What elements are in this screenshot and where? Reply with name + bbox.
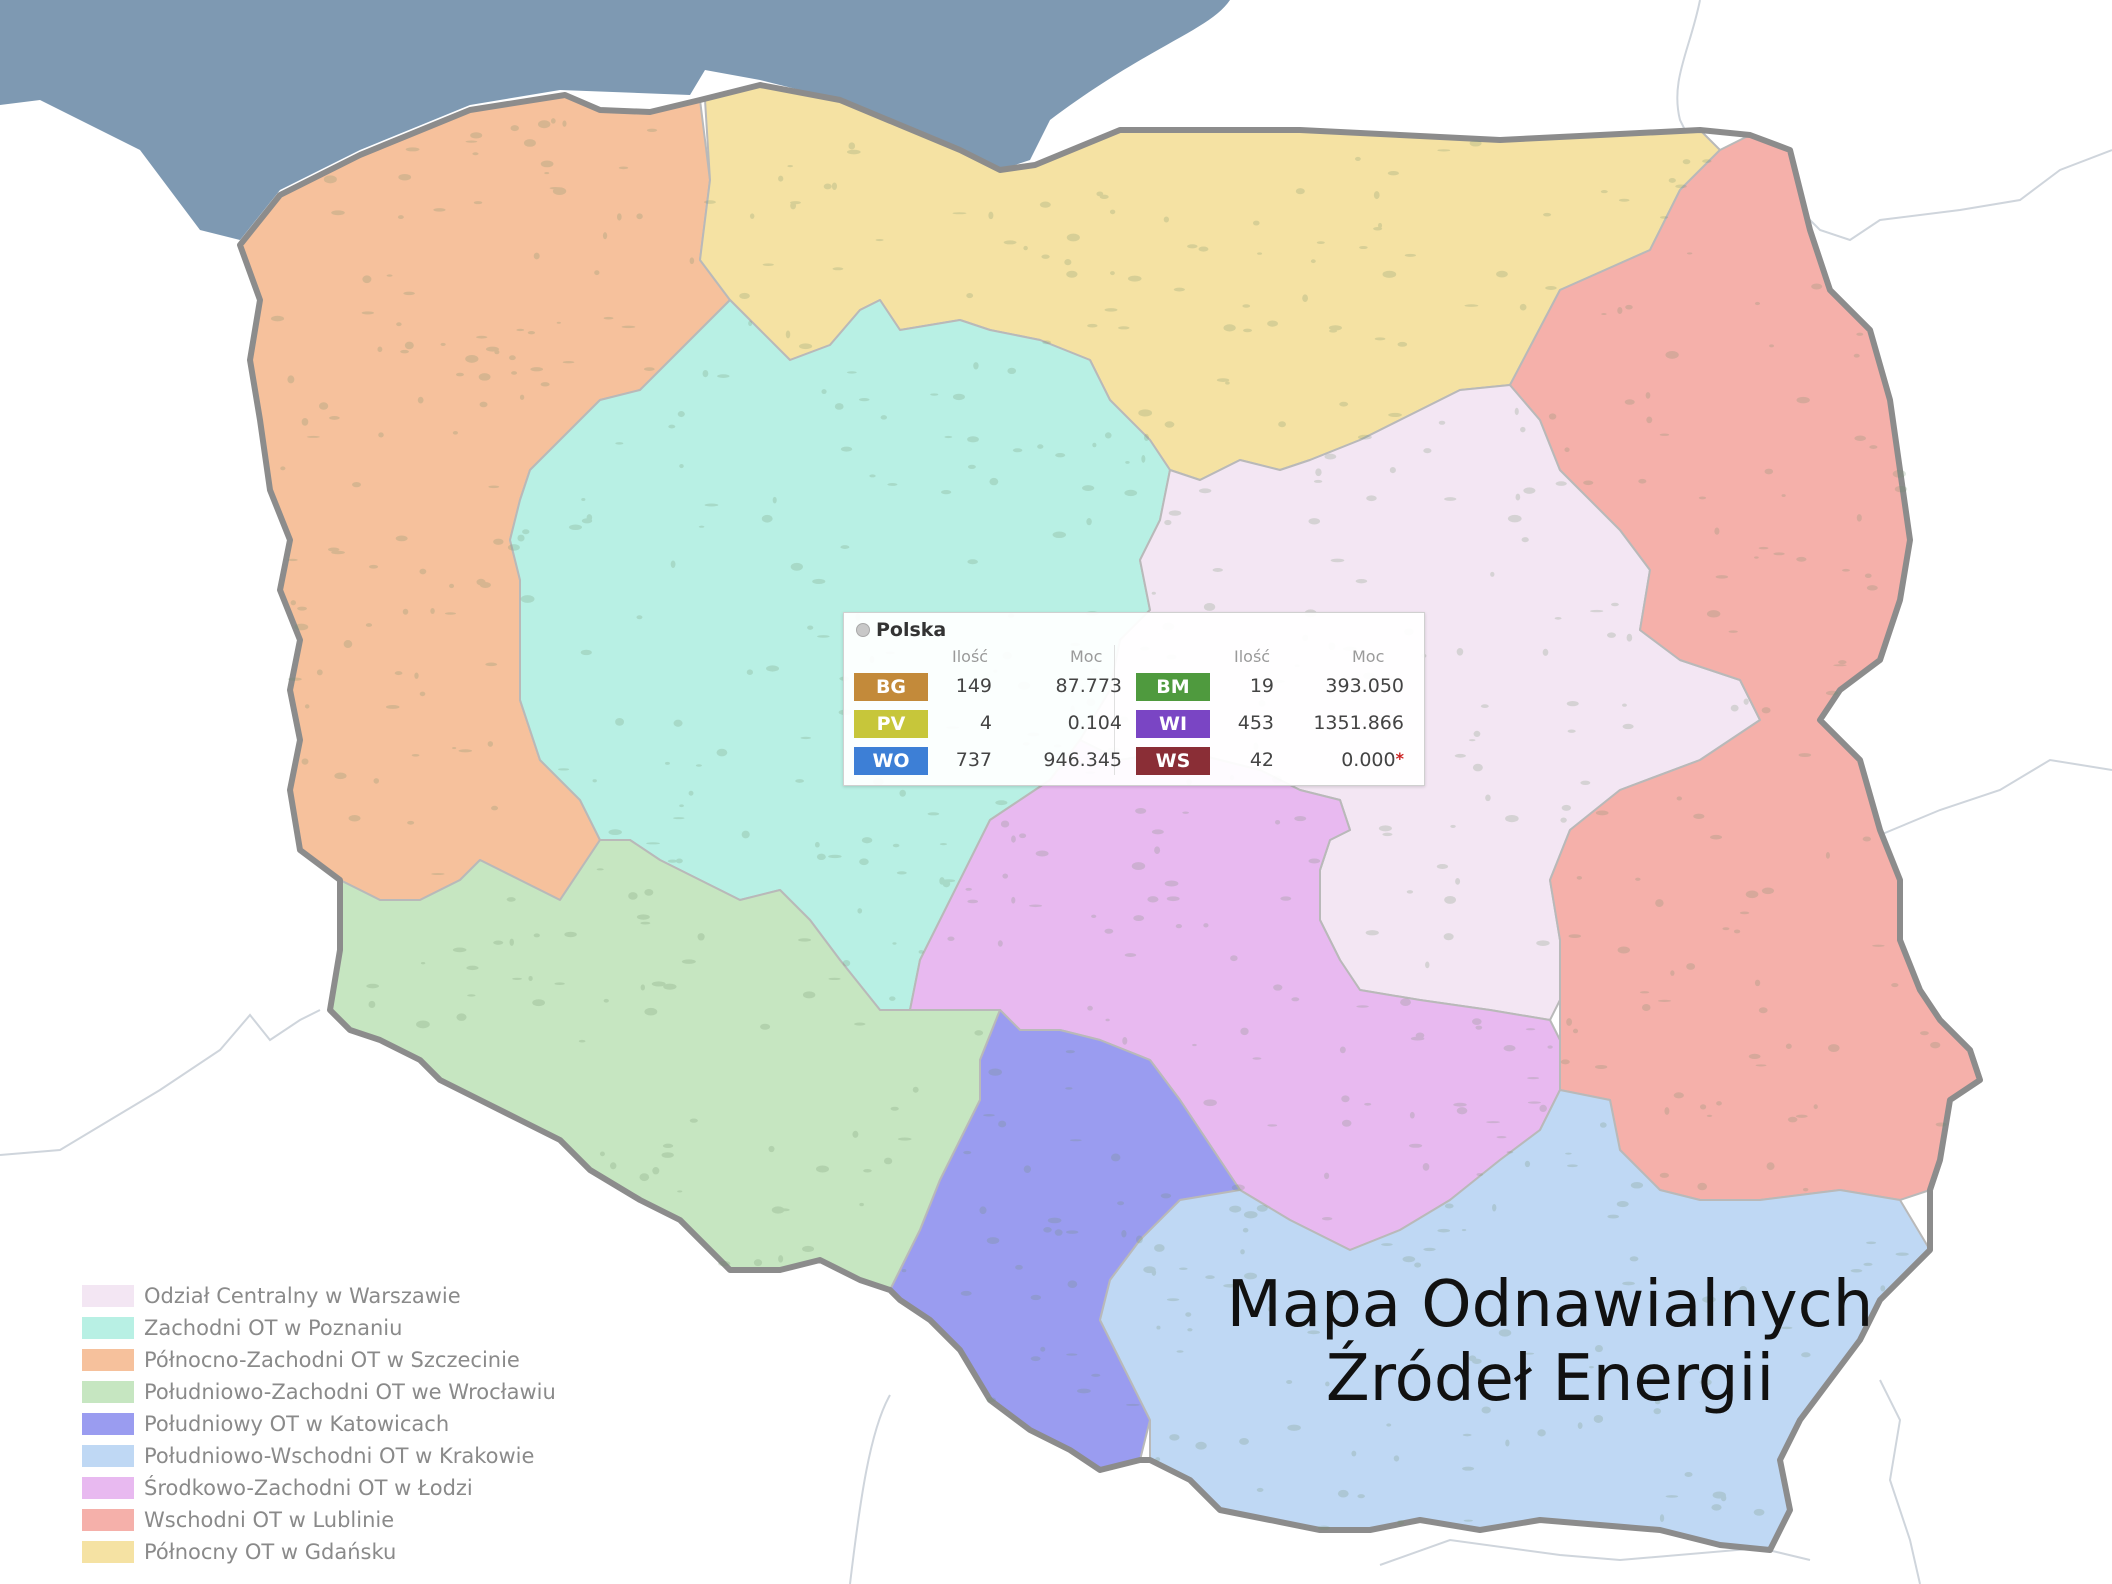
legend-item: Południowo-Zachodni OT we Wrocławiu (82, 1376, 556, 1408)
power-value: 1351.866 (1313, 712, 1404, 734)
baltic-sea (0, 0, 1230, 240)
bullet-icon[interactable] (856, 623, 870, 637)
legend-swatch (82, 1317, 134, 1339)
map-title: Mapa Odnawialnych Źródeł Energii (1170, 1268, 1930, 1416)
legend-item: Odział Centralny w Warszawie (82, 1280, 556, 1312)
map-title-line2: Źródeł Energii (1325, 1342, 1775, 1416)
legend-item: Południowo-Wschodni OT w Krakowie (82, 1440, 556, 1472)
legend-label: Południowo-Wschodni OT w Krakowie (144, 1444, 535, 1468)
type-badge: BG (854, 673, 928, 701)
legend-item: Środkowo-Zachodni OT w Łodzi (82, 1472, 556, 1504)
stats-row-bm: BM 19 393.050 (1136, 671, 1411, 701)
legend-item: Południowy OT w Katowicach (82, 1408, 556, 1440)
type-badge: BM (1136, 673, 1210, 701)
power-value: 946.345 (1043, 749, 1122, 771)
legend-item: Zachodni OT w Poznaniu (82, 1312, 556, 1344)
stats-row-wo: WO 737 946.345 (854, 745, 1129, 775)
map-title-line1: Mapa Odnawialnych (1226, 1268, 1874, 1342)
stats-row-bg: BG 149 87.773 (854, 671, 1129, 701)
power-value: 0.000* (1341, 749, 1404, 771)
stats-title: Polska (856, 619, 946, 641)
legend-swatch (82, 1541, 134, 1563)
count-value: 453 (1237, 712, 1274, 734)
stats-popup: Polska Ilość Moc Ilość Moc BG 149 87.773 BM… (843, 612, 1425, 786)
type-badge: WO (854, 747, 928, 775)
stats-row-ws: WS 42 0.000* (1136, 745, 1411, 775)
legend-swatch (82, 1413, 134, 1435)
legend-swatch (82, 1349, 134, 1371)
legend-label: Wschodni OT w Lublinie (144, 1508, 395, 1532)
count-value: 149 (955, 675, 992, 697)
flag-marker: * (1395, 749, 1404, 768)
header-power-right: Moc (1352, 647, 1385, 666)
legend-swatch (82, 1381, 134, 1403)
power-value: 87.773 (1055, 675, 1122, 697)
stats-region-name: Polska (876, 619, 947, 641)
header-count-right: Ilość (1234, 647, 1271, 666)
legend-label: Południowy OT w Katowicach (144, 1412, 450, 1436)
power-value: 0.104 (1067, 712, 1122, 734)
legend-swatch (82, 1477, 134, 1499)
power-value: 393.050 (1325, 675, 1404, 697)
legend-item: Północny OT w Gdańsku (82, 1536, 556, 1568)
legend-label: Środkowo-Zachodni OT w Łodzi (144, 1476, 473, 1500)
type-badge: PV (854, 710, 928, 738)
stats-divider (1114, 645, 1115, 775)
type-badge: WS (1136, 747, 1210, 775)
count-value: 42 (1249, 749, 1274, 771)
count-value: 737 (955, 749, 992, 771)
count-value: 19 (1249, 675, 1274, 697)
header-count-left: Ilość (952, 647, 989, 666)
legend-label: Północno-Zachodni OT w Szczecinie (144, 1348, 520, 1372)
legend-item: Wschodni OT w Lublinie (82, 1504, 556, 1536)
header-power-left: Moc (1070, 647, 1103, 666)
count-value: 4 (979, 712, 992, 734)
legend-label: Zachodni OT w Poznaniu (144, 1316, 403, 1340)
legend-swatch (82, 1445, 134, 1467)
region-poludniowy[interactable] (889, 1009, 1241, 1471)
stats-row-wi: WI 453 1351.866 (1136, 708, 1411, 738)
legend-swatch (82, 1285, 134, 1307)
legend-label: Odział Centralny w Warszawie (144, 1284, 461, 1308)
stats-row-pv: PV 4 0.104 (854, 708, 1129, 738)
country-outline (237, 82, 1983, 1553)
legend-label: Południowo-Zachodni OT we Wrocławiu (144, 1380, 556, 1404)
legend-label: Północny OT w Gdańsku (144, 1540, 397, 1564)
legend-swatch (82, 1509, 134, 1531)
legend-item: Północno-Zachodni OT w Szczecinie (82, 1344, 556, 1376)
type-badge: WI (1136, 710, 1210, 738)
